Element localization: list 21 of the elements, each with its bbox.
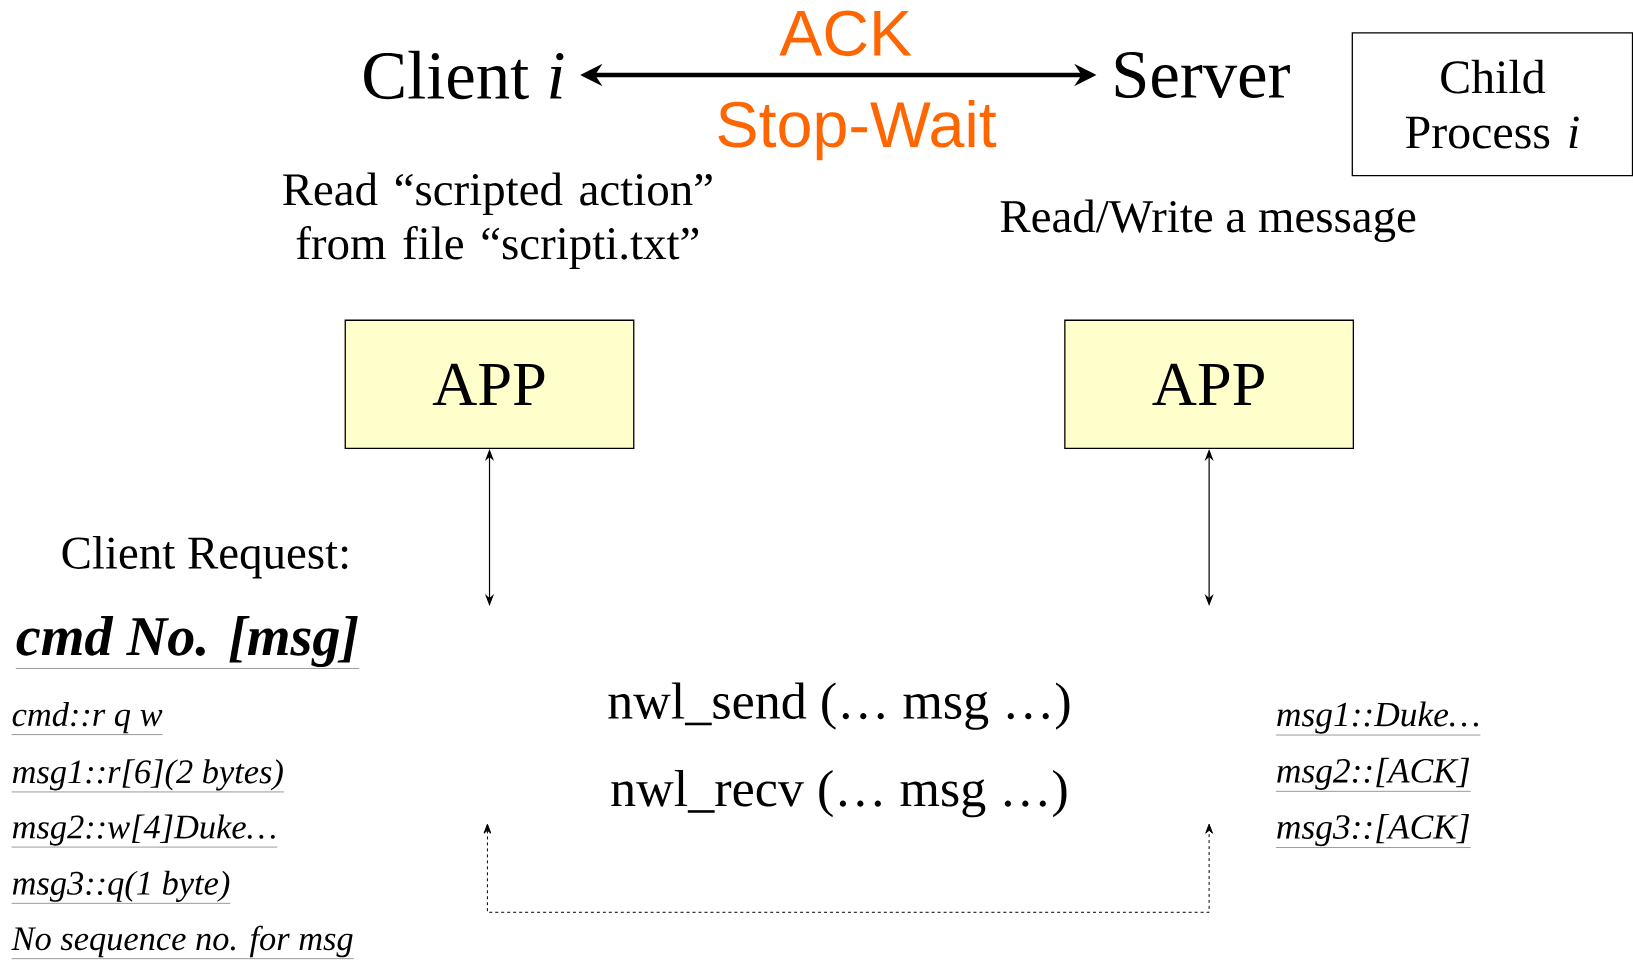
arrow-caption: Stop-Wait (718, 99, 997, 161)
format-text: cmd No. [msg] (15, 615, 360, 669)
heading-text: Client Request: (62, 535, 348, 579)
code-line: msg1::r[6](2 bytes) (11, 759, 285, 792)
code-line: msg2::[ACK] (1275, 757, 1471, 792)
code-line: cmd::r q w (11, 701, 163, 735)
process-box: Child Process i (1351, 32, 1633, 176)
function-call: nwl_send (… msg …) (608, 682, 1070, 730)
note-text: Read “scripted action” from file “scripti.txt” (283, 172, 712, 269)
app-box: APP (344, 319, 635, 449)
code-line: msg2::w[4]Duke… (11, 814, 278, 848)
function-call: nwl_recv (… msg …) (611, 769, 1067, 818)
heading-text: Server (1115, 51, 1290, 98)
code-line: msg3::[ACK] (1275, 813, 1471, 848)
app-box: APP (1064, 319, 1354, 449)
heading-text: Client i (364, 50, 564, 99)
edge-label: ACK (779, 10, 912, 56)
note-text: Read/Write a message (1000, 199, 1416, 242)
code-line: msg3::q(1 byte) (11, 870, 231, 904)
code-line: msg1::Duke… (1275, 701, 1481, 736)
note-text: No sequence no. for msg (11, 925, 354, 959)
